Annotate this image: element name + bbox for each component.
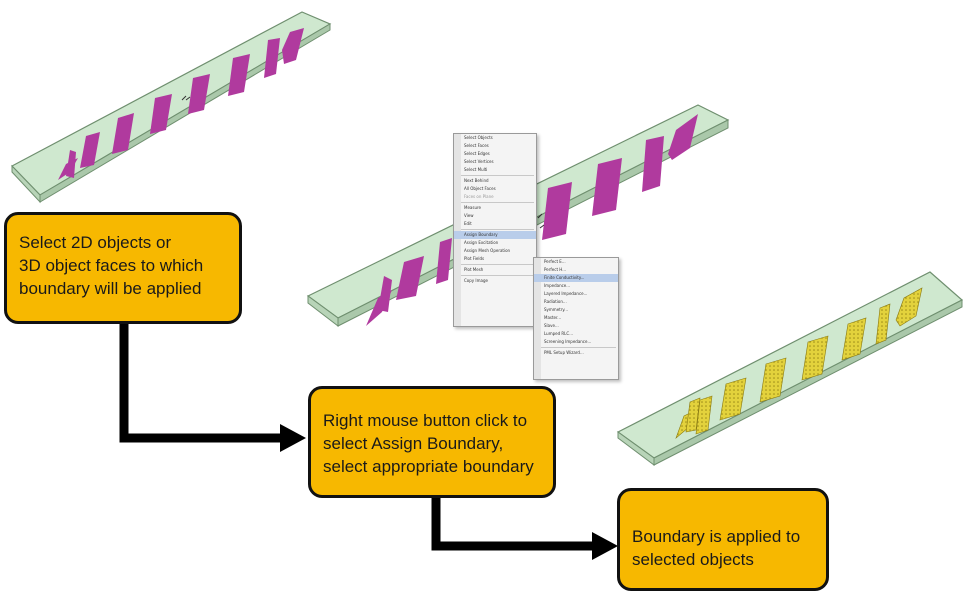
menu-item[interactable]: Assign Excitation (464, 240, 499, 245)
menu-separator (456, 275, 534, 276)
submenu-item[interactable]: Screening Impedance... (544, 339, 592, 344)
step-box-3: Boundary is applied to selected objects (617, 488, 829, 591)
step-2-line: select appropriate boundary (323, 457, 534, 476)
submenu-item[interactable]: Radiation... (544, 299, 567, 304)
step-3-line: Boundary is applied to (632, 527, 801, 546)
menu-item[interactable]: Plot Mesh (464, 267, 484, 272)
menu-gutter (454, 134, 461, 326)
strips-yellow-3 (675, 287, 923, 439)
context-menu: Select Objects Select Faces Select Edges… (453, 133, 537, 327)
step-3-line: selected objects (632, 550, 754, 569)
menu-separator (456, 264, 534, 265)
step-1-line: Select 2D objects or (19, 233, 172, 252)
menu-item-assign-boundary[interactable]: Assign Boundary (454, 231, 536, 239)
step-box-2: Right mouse button click to select Assig… (308, 386, 556, 498)
menu-item[interactable]: View (464, 213, 474, 218)
submenu-item[interactable]: Layered Impedance... (544, 291, 588, 296)
submenu-gutter (534, 258, 541, 379)
menu-item[interactable]: Edit (464, 221, 472, 226)
submenu-item[interactable]: Symmetry... (544, 307, 568, 312)
submenu-item[interactable]: Slave... (544, 323, 559, 328)
strips-magenta-1 (58, 28, 304, 180)
step-1-line: 3D object faces to which (19, 256, 204, 275)
step-2-line: select Assign Boundary, (323, 434, 504, 453)
menu-item[interactable]: Select Faces (464, 143, 489, 148)
substrate-model-3 (616, 271, 964, 466)
step-2-line: Right mouse button click to (323, 411, 528, 430)
submenu-item[interactable]: Impedance... (544, 283, 571, 288)
submenu-item[interactable]: PML Setup Wizard... (544, 350, 584, 355)
submenu-item[interactable]: Perfect H... (544, 267, 567, 272)
flow-arrow-1 (119, 322, 306, 452)
menu-separator (456, 229, 534, 230)
menu-separator (456, 175, 534, 176)
flow-arrow-2 (431, 497, 618, 560)
menu-item[interactable]: Assign Mesh Operation (464, 248, 511, 253)
menu-item[interactable]: All Object Faces (464, 186, 496, 191)
menu-item[interactable]: Select Edges (464, 151, 490, 156)
menu-item[interactable]: Select Vertices (464, 159, 494, 164)
step-1-line: boundary will be applied (19, 279, 202, 298)
strips-magenta-2 (366, 114, 698, 326)
substrate-model-1 (11, 11, 332, 204)
submenu-item[interactable]: Perfect E... (544, 259, 566, 264)
menu-item[interactable]: Select Multi (464, 167, 488, 172)
boundary-submenu: Perfect E... Perfect H... Finite Conduct… (533, 257, 619, 380)
menu-item[interactable]: Faces on Plane (464, 194, 494, 199)
step-box-1: Select 2D objects or 3D object faces to … (4, 212, 242, 324)
menu-item[interactable]: Measure (464, 205, 481, 210)
menu-item[interactable]: Plot Fields (464, 256, 485, 261)
submenu-item[interactable]: Lumped RLC... (544, 331, 574, 336)
submenu-item[interactable]: Master... (544, 315, 562, 320)
menu-item[interactable]: Next Behind (464, 178, 489, 183)
menu-item[interactable]: Copy Image (464, 278, 488, 283)
submenu-item-finite-conductivity[interactable]: Finite Conductivity... (534, 274, 618, 282)
submenu-separator (536, 347, 616, 348)
menu-separator (456, 202, 534, 203)
menu-item[interactable]: Select Objects (464, 135, 493, 140)
